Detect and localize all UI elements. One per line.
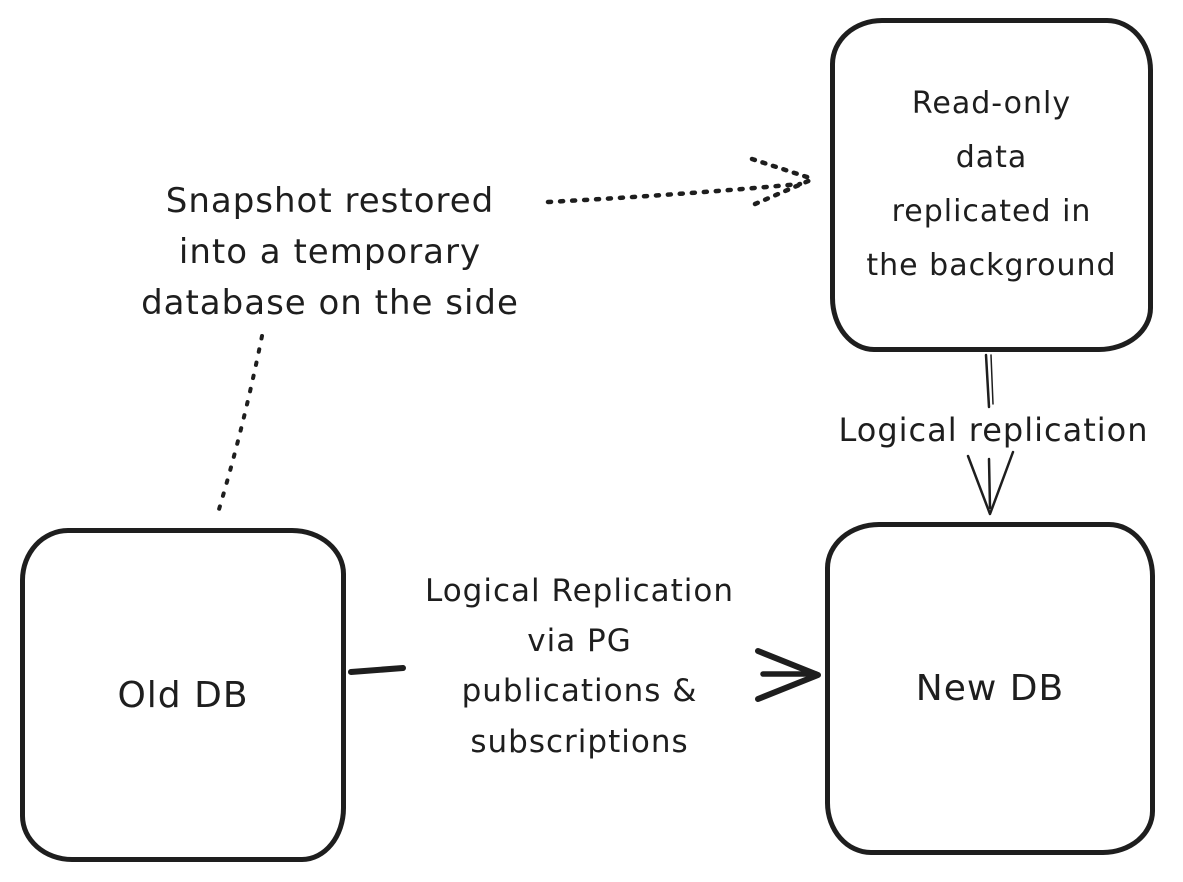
dotted-arrow-note-to-readonly: [545, 156, 816, 207]
node-readonly-replica: Read-only data replicated in the backgro…: [830, 18, 1153, 352]
dotted-connector-note-to-olddb: [215, 334, 264, 518]
logical-replication-arrow-label: Logical replication: [838, 411, 1149, 449]
node-new-db: New DB: [825, 522, 1155, 855]
arrow-olddb-to-newdb: [348, 648, 821, 702]
snapshot-note: Snapshot restored into a temporary datab…: [141, 181, 519, 323]
arrow-readonly-to-newdb: [966, 353, 1015, 516]
node-old-db-label: Old DB: [117, 674, 249, 716]
node-new-db-label: New DB: [915, 668, 1065, 709]
node-readonly-replica-label: Read-only data replicated in the backgro…: [866, 86, 1117, 283]
pg-replication-arrow-label: Logical Replication via PG publications …: [424, 573, 735, 760]
node-old-db: Old DB: [20, 528, 346, 862]
